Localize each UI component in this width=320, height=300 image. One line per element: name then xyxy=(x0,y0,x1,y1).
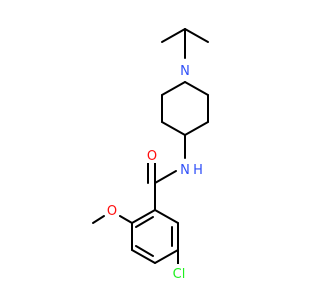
atom-label-n-amide: N xyxy=(180,163,190,178)
bond xyxy=(154,170,177,184)
bond xyxy=(154,249,179,264)
atom-label-o-methoxy: O xyxy=(107,204,117,219)
bond xyxy=(161,28,186,43)
bond xyxy=(161,81,186,96)
atom-label-h-amide: H xyxy=(193,163,203,178)
atom-label-o-carbonyl: O xyxy=(147,149,157,164)
molecule-diagram: N N H O O Cl xyxy=(92,28,209,282)
bond xyxy=(92,215,105,224)
bond xyxy=(154,209,179,224)
bond xyxy=(161,121,186,136)
bond xyxy=(184,28,209,43)
molecule-structure: N N H O O Cl xyxy=(92,28,209,282)
bond xyxy=(135,245,154,257)
bond xyxy=(184,81,209,96)
bond xyxy=(184,121,209,136)
atom-label-n-ring: N xyxy=(180,64,190,79)
bond xyxy=(119,215,133,224)
atom-label-cl: Cl xyxy=(173,267,186,282)
bond xyxy=(135,216,154,228)
bond xyxy=(131,209,156,224)
bond xyxy=(131,249,156,264)
